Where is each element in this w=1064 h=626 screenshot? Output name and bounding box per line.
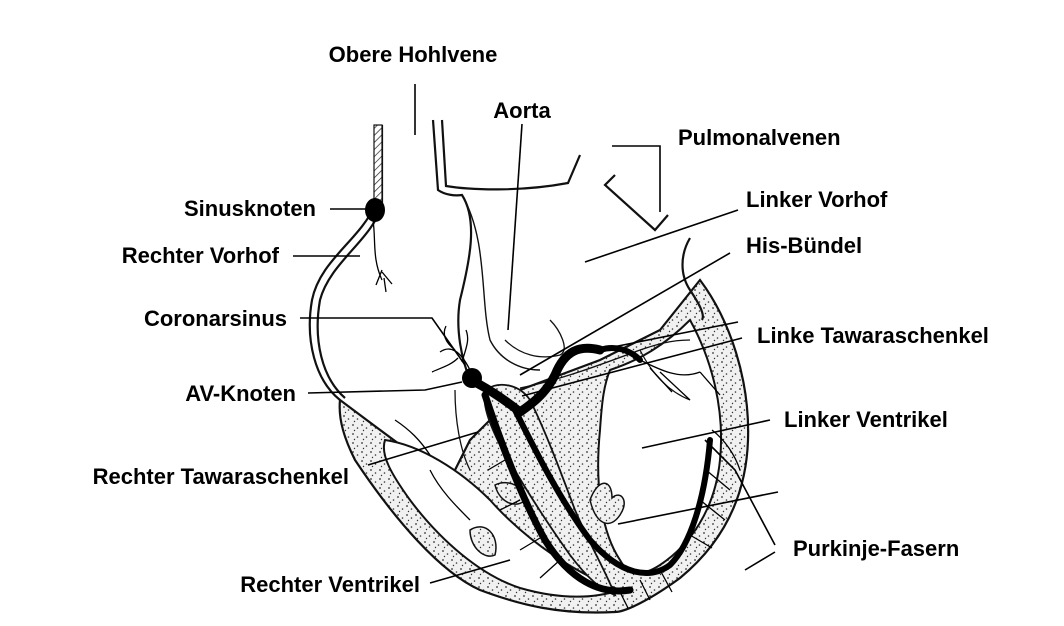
label-linke-tawaraschenkel: Linke Tawaraschenkel	[757, 323, 989, 348]
sinus-node-fibers	[373, 220, 392, 292]
label-pulmonalvenen: Pulmonalvenen	[678, 125, 841, 150]
aorta-root	[462, 195, 540, 370]
label-rechter-vorhof: Rechter Vorhof	[122, 243, 280, 268]
leader-pulmonalvenen	[612, 146, 660, 212]
leader-aorta	[508, 124, 522, 330]
svc-wall-hatch	[374, 125, 382, 205]
label-coronarsinus: Coronarsinus	[144, 306, 287, 331]
label-obere-hohlvene: Obere Hohlvene	[329, 42, 498, 67]
heart-drawing	[310, 120, 748, 613]
label-his-buendel: His-Bündel	[746, 233, 862, 258]
label-rechter-ventrikel: Rechter Ventrikel	[240, 572, 420, 597]
leader-coronarsinus	[300, 318, 465, 365]
label-aorta: Aorta	[493, 98, 551, 123]
aortic-valve	[505, 320, 564, 357]
label-linker-ventrikel: Linker Ventrikel	[784, 407, 948, 432]
aorta-wall-right	[442, 120, 580, 189]
label-linker-vorhof: Linker Vorhof	[746, 187, 888, 212]
leader-linker-vorhof	[585, 210, 738, 262]
sinus-node	[365, 198, 385, 222]
label-sinusknoten: Sinusknoten	[184, 196, 316, 221]
label-purkinje-fasern: Purkinje-Fasern	[793, 536, 959, 561]
leader-purkinje-3	[745, 552, 775, 570]
label-av-knoten: AV-Knoten	[185, 381, 296, 406]
aorta-wall-left	[433, 120, 471, 380]
label-rechter-tawaraschenkel: Rechter Tawaraschenkel	[93, 464, 349, 489]
right-atrium-wall-outer	[318, 125, 382, 398]
pulmonary-vein	[605, 175, 668, 230]
